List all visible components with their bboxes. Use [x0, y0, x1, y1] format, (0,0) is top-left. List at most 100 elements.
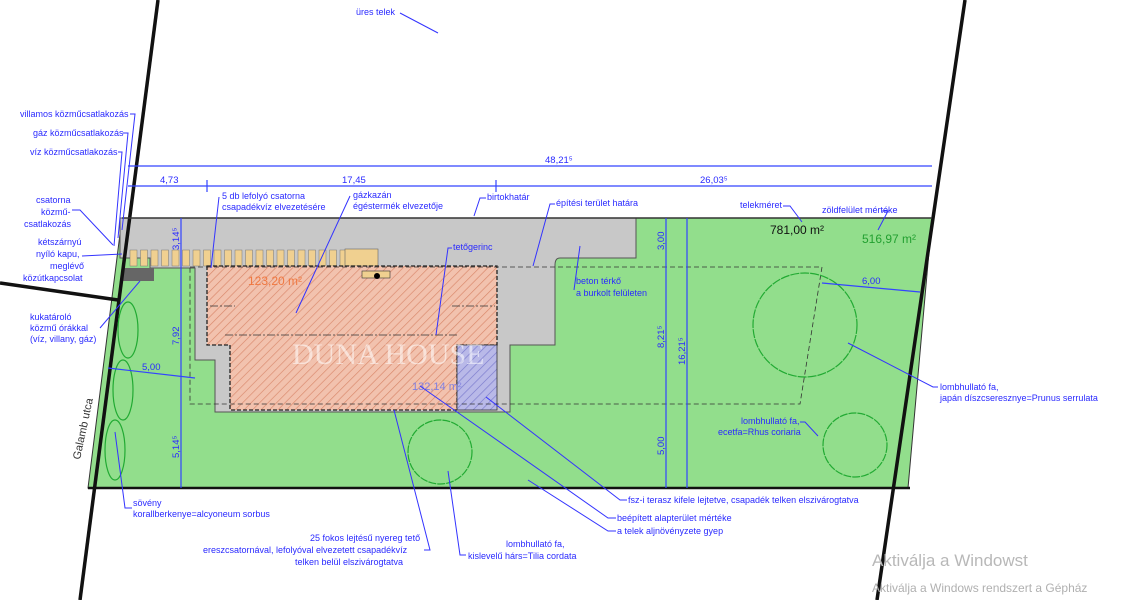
svg-text:a burkolt felületen: a burkolt felületen: [576, 288, 647, 298]
svg-text:(víz, villany, gáz): (víz, villany, gáz): [30, 334, 96, 344]
drain-block: [318, 249, 327, 267]
svg-text:korallberkenye=alcyoneum sorbu: korallberkenye=alcyoneum sorbus: [133, 509, 270, 519]
plot-area: 781,00 m²: [770, 223, 824, 237]
svg-text:csatlakozás: csatlakozás: [24, 219, 72, 229]
green-area-value: 516,97 m²: [862, 232, 916, 246]
tree-icon: [407, 419, 473, 485]
svg-text:25 fokos lejtésű nyereg tető: 25 fokos lejtésű nyereg tető: [310, 533, 420, 543]
drain-block: [171, 249, 180, 267]
svg-text:beton térkő: beton térkő: [576, 276, 621, 286]
windows-activation-text: Aktiválja a Windows rendszert a Gépház: [872, 581, 1088, 595]
label-downpipes: 5 db lefolyó csatorna csapadékvíz elveze…: [222, 191, 326, 212]
drain-block: [161, 249, 169, 267]
label-paving: beton térkő a burkolt felületen: [576, 276, 647, 298]
label-built-area: beépített alapterület mértéke: [617, 513, 732, 523]
drain-block: [213, 249, 222, 267]
drain-block: [224, 249, 232, 267]
dim-right-mid: 8,21⁵: [656, 326, 667, 348]
drain-block: [255, 249, 264, 267]
label-tree-sumac: lombhullató fa, ecetfa=Rhus coriaria: [718, 416, 801, 437]
label-tree-cherry: lombhullató fa, japán díszcseresznye=Pru…: [939, 382, 1098, 403]
drain-block: [329, 249, 337, 267]
svg-text:közmű órákkal: közmű órákkal: [30, 323, 88, 333]
drain-block: [266, 249, 274, 267]
svg-text:telken belül elszivárogtatva: telken belül elszivárogtatva: [295, 557, 403, 567]
svg-text:lombhullató fa,: lombhullató fa,: [741, 416, 800, 426]
drain-block: [287, 249, 295, 267]
svg-text:közmű-: közmű-: [41, 207, 71, 217]
house-area: 123,20 m²: [248, 274, 302, 288]
built-area: 132,14 m²: [412, 381, 462, 393]
drain-block: [297, 249, 306, 267]
dim-left-mid: 7,92: [171, 327, 182, 346]
label-gas: gáz közműcsatlakozás: [33, 128, 124, 138]
label-ridge: tetőgerinc: [453, 242, 493, 252]
label-boiler-flue: gázkazán égéstermék elvezetője: [353, 190, 443, 211]
dim-left-bottom: 5,14⁵: [171, 436, 182, 458]
drain-block: [276, 249, 285, 267]
drain-block: [308, 249, 316, 267]
dim-side-right: 6,00: [862, 276, 881, 287]
dim-right-top: 3,00: [656, 232, 667, 251]
dim-total-width: 48,21⁵: [545, 155, 573, 166]
label-sewer: csatorna közmű- csatlakozás: [24, 195, 72, 229]
drain-block: [150, 249, 159, 267]
svg-text:kétszárnyú: kétszárnyú: [38, 237, 82, 247]
boiler: [344, 248, 379, 267]
watermark: DUNA HOUSE: [292, 338, 485, 371]
dim-rear: 26,03⁵: [700, 175, 728, 186]
svg-text:5 db lefolyó csatorna: 5 db lefolyó csatorna: [222, 191, 305, 201]
tree-icon: [752, 272, 858, 378]
svg-text:meglévő: meglévő: [50, 261, 84, 271]
drain-block: [234, 249, 243, 267]
drain-block: [245, 249, 253, 267]
svg-text:nyíló kapu,: nyíló kapu,: [36, 249, 80, 259]
drain-block: [140, 249, 148, 267]
drain-block: [182, 249, 190, 267]
label-empty-lot: üres telek: [356, 7, 396, 17]
svg-text:lombhullató fa,: lombhullató fa,: [506, 539, 565, 549]
drain-blocks: [129, 249, 348, 267]
hedge-icon: [104, 301, 139, 481]
svg-text:csapadékvíz elvezetésére: csapadékvíz elvezetésére: [222, 202, 326, 212]
label-water: víz közműcsatlakozás: [30, 147, 118, 157]
label-plot-size: telekméret: [740, 200, 783, 210]
windows-activation-title: Aktiválja a Windowst: [872, 551, 1028, 570]
tree-icon: [822, 412, 888, 478]
svg-text:ereszcsatornával, lefolyóval e: ereszcsatornával, lefolyóval elvezetett …: [203, 545, 408, 555]
drain-block: [203, 249, 211, 267]
terrace: [456, 344, 498, 411]
dim-right-bottom: 5,00: [656, 437, 667, 456]
svg-text:lombhullató fa,: lombhullató fa,: [940, 382, 999, 392]
drain-block: [129, 249, 138, 267]
bin-storage: [122, 268, 154, 281]
label-tree-linden: lombhullató fa, kislevelű hárs=Tilia cor…: [468, 539, 576, 561]
svg-text:égéstermék elvezetője: égéstermék elvezetője: [353, 201, 443, 211]
svg-text:kislevelű hárs=Tilia cordata: kislevelű hárs=Tilia cordata: [468, 551, 576, 561]
label-lawn: a telek aljnövényzete gyep: [617, 526, 723, 536]
dim-front: 4,73: [160, 175, 179, 186]
label-electric: villamos közműcsatlakozás: [20, 109, 129, 119]
dim-left-top: 3,14⁵: [171, 228, 182, 250]
dim-house-width: 17,45: [342, 175, 366, 186]
drain-block: [192, 249, 201, 267]
svg-text:csatorna: csatorna: [36, 195, 71, 205]
dim-depth: 16,21⁵: [677, 337, 688, 365]
svg-text:kukatároló: kukatároló: [30, 312, 72, 322]
right-boundary: [875, 0, 967, 600]
label-property-line: birtokhatár: [487, 192, 530, 202]
label-bin-storage: kukatároló közmű órákkal (víz, villany, …: [30, 312, 96, 344]
svg-text:sövény: sövény: [133, 498, 162, 508]
building-zone-boundary: [189, 266, 823, 405]
label-hedge: sövény korallberkenye=alcyoneum sorbus: [133, 498, 270, 519]
label-building-zone: építési terület határa: [556, 198, 638, 208]
svg-text:ecetfa=Rhus coriaria: ecetfa=Rhus coriaria: [718, 427, 801, 437]
svg-text:japán díszcseresznye=Prunus se: japán díszcseresznye=Prunus serrulata: [939, 393, 1098, 403]
svg-text:gázkazán: gázkazán: [353, 190, 392, 200]
label-green-area: zöldfelület mértéke: [822, 205, 898, 215]
svg-text:közútkapcsolat: közútkapcsolat: [23, 273, 83, 283]
street-boundary: [78, 0, 160, 600]
label-gate: kétszárnyú nyíló kapu, meglévő közútkapc…: [23, 237, 84, 283]
label-roof: 25 fokos lejtésű nyereg tető ereszcsator…: [203, 533, 420, 567]
